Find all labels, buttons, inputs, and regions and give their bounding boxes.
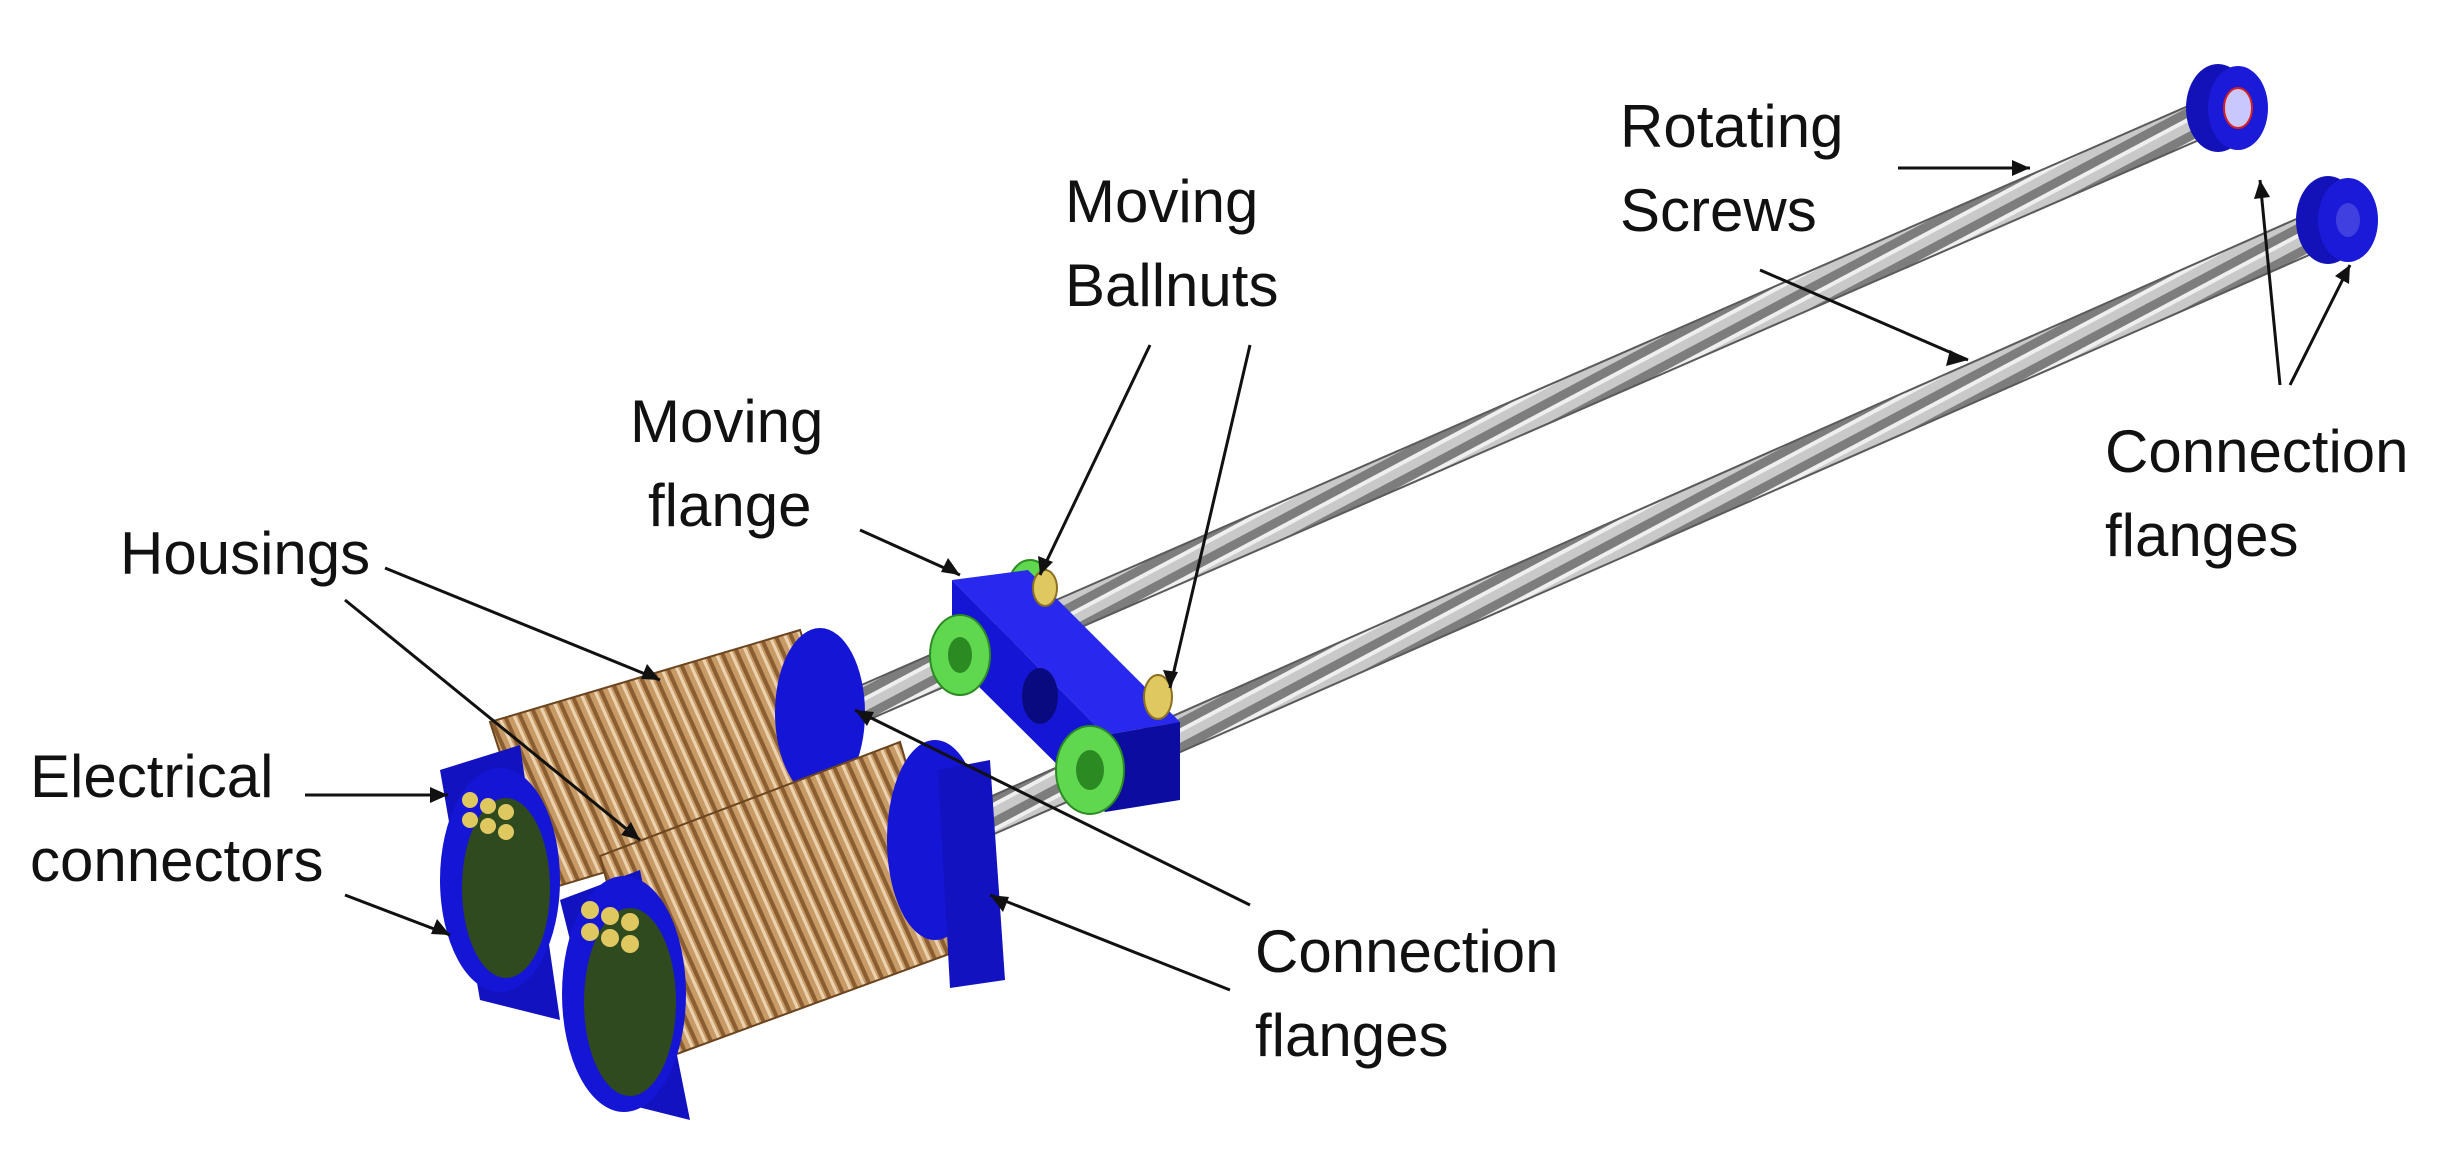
label-connection-flanges-right: Connection flanges — [2105, 410, 2409, 578]
leader-lines — [305, 166, 2352, 992]
end-flange-lower — [2296, 176, 2378, 264]
label-moving-flange-line2: flange — [648, 472, 812, 539]
leader-electrical-2 — [344, 893, 451, 937]
end-flange-upper — [2186, 64, 2268, 152]
label-rotating-screws-line2: Screws — [1620, 177, 1817, 244]
label-rotating-screws: Rotating Screws — [1620, 85, 1843, 253]
label-rotating-screws-line1: Rotating — [1620, 93, 1844, 160]
label-electrical-connectors-line1: Electrical — [30, 743, 274, 810]
electrical-connectors-rear — [462, 792, 514, 840]
label-moving-ballnuts-line2: Ballnuts — [1065, 252, 1279, 319]
leader-housings-2 — [344, 598, 641, 842]
label-connection-flanges-right-line1: Connection — [2105, 418, 2409, 485]
leader-end-flange-2 — [2288, 264, 2352, 386]
label-connection-flanges-bottom-line1: Connection — [1255, 918, 1559, 985]
housing-front — [560, 740, 1005, 1120]
label-housings: Housings — [120, 512, 370, 596]
leader-end-flange-1 — [2258, 179, 2282, 386]
electrical-connectors-front — [581, 901, 639, 953]
label-moving-flange: Moving flange — [630, 380, 823, 548]
leader-ballnuts-1 — [1038, 344, 1152, 576]
leader-connection-flanges-1 — [854, 708, 1251, 907]
leader-housings-1 — [384, 566, 661, 682]
label-electrical-connectors-line2: connectors — [30, 827, 324, 894]
label-moving-flange-line1: Moving — [630, 388, 824, 455]
leader-rotating-screws-2 — [1759, 268, 1969, 362]
label-connection-flanges-right-line2: flanges — [2105, 502, 2299, 569]
label-moving-ballnuts-line1: Moving — [1065, 168, 1259, 235]
leader-ballnuts-2 — [1168, 344, 1252, 689]
label-moving-ballnuts: Moving Ballnuts — [1065, 160, 1278, 328]
label-housings-text: Housings — [120, 520, 371, 587]
label-connection-flanges-bottom-line2: flanges — [1255, 1002, 1449, 1069]
ballnut-front-lower — [1055, 725, 1125, 815]
label-electrical-connectors: Electrical connectors — [30, 735, 324, 903]
leader-arrowheads — [430, 160, 2350, 935]
leader-connection-flanges-2 — [989, 893, 1231, 992]
label-connection-flanges-bottom: Connection flanges — [1255, 910, 1559, 1078]
ballnut-front-upper — [929, 614, 991, 696]
